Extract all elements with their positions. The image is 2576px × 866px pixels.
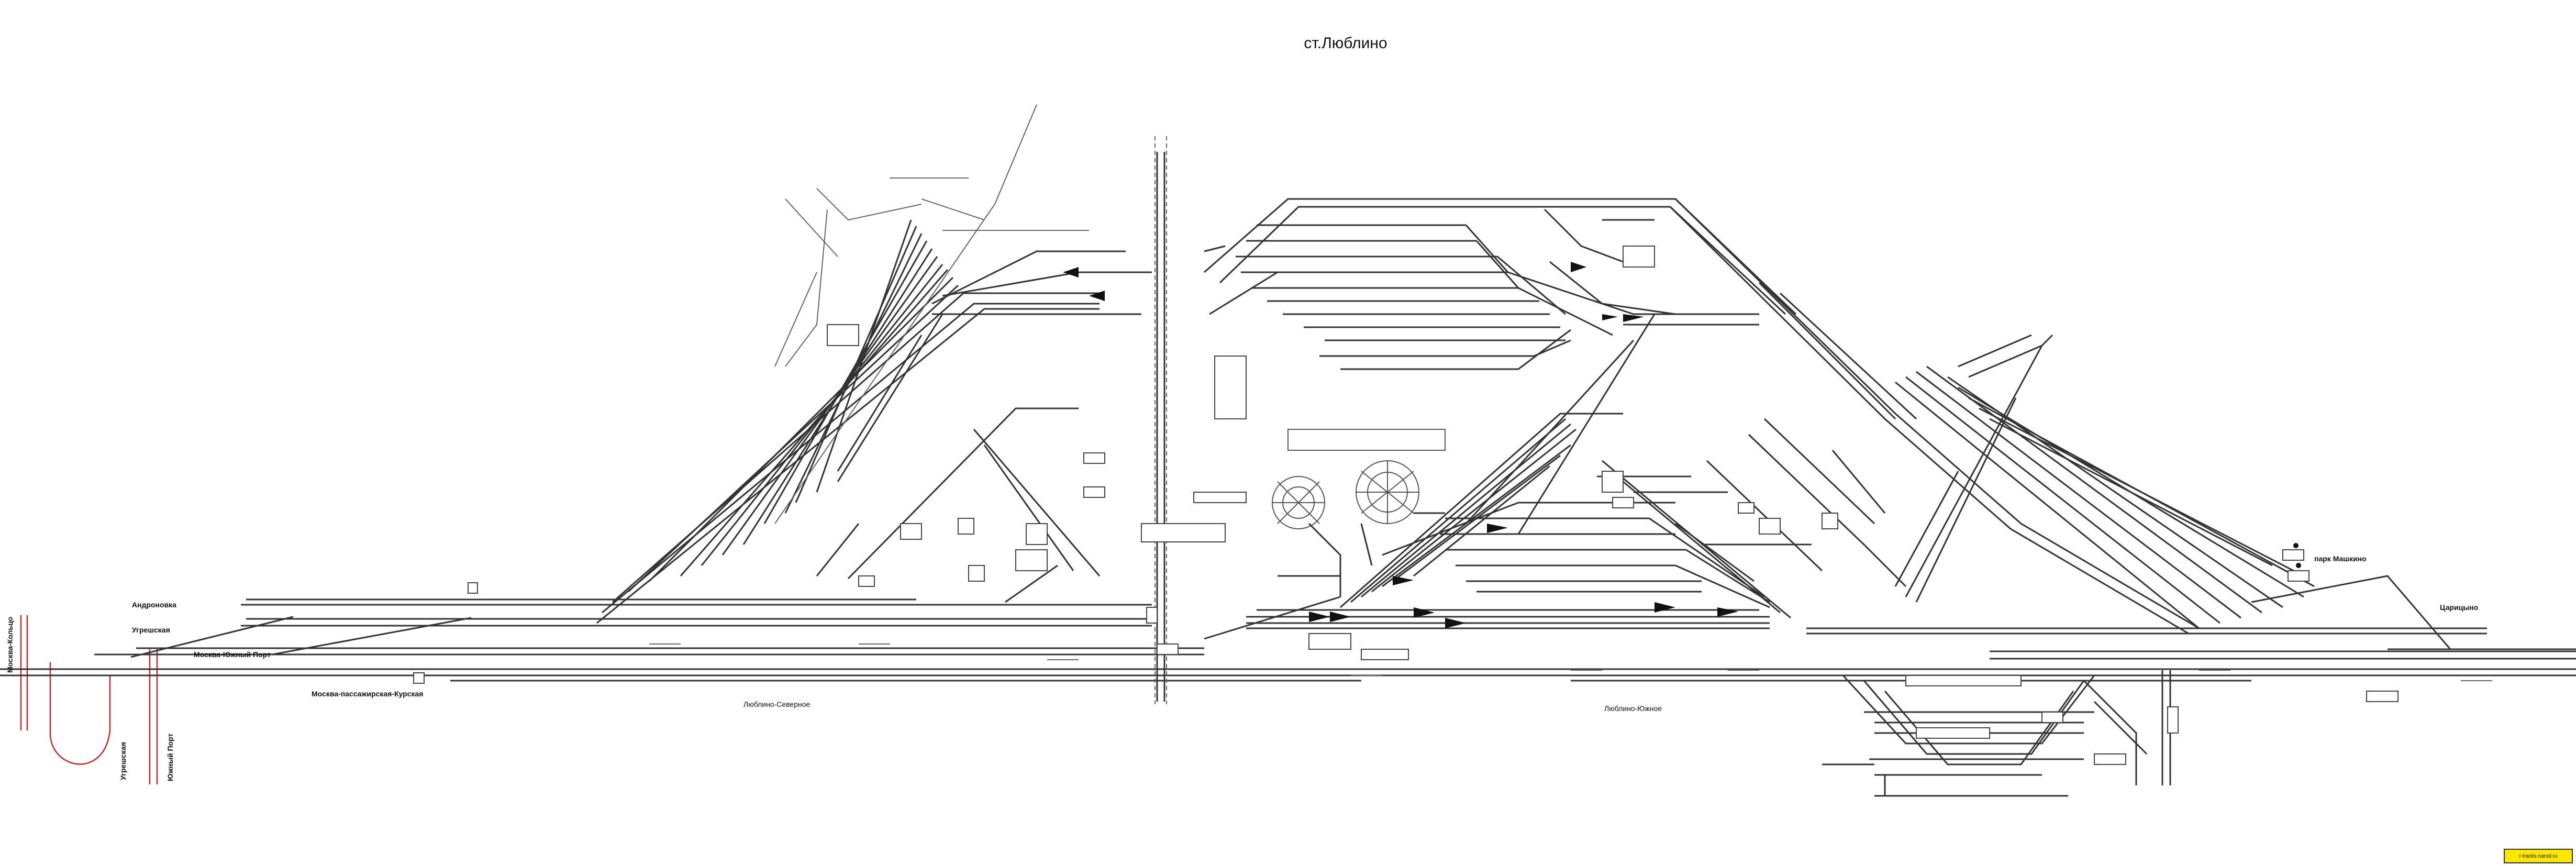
station-title: ст.Люблино bbox=[1304, 35, 1387, 52]
ring-line bbox=[20, 615, 158, 784]
top-center-yard bbox=[1204, 198, 1797, 370]
label-ugreshskaya-top: Угрешская bbox=[132, 626, 170, 634]
left-fan-tracks bbox=[596, 219, 1152, 624]
depot-area bbox=[1272, 429, 1446, 597]
bottom-right-yard bbox=[1822, 670, 2171, 797]
label-ugreshskaya-bottom: Угрешская bbox=[119, 742, 127, 780]
site-logo-text: r-tracks.narod.ru bbox=[2519, 853, 2558, 859]
buildings bbox=[413, 246, 2399, 765]
right-fan-tracks bbox=[1669, 198, 2576, 650]
signals bbox=[1063, 262, 2301, 628]
label-south-port-bottom: Южный Порт bbox=[166, 734, 174, 781]
building bbox=[827, 324, 859, 346]
track-annotations bbox=[649, 643, 2492, 681]
left-upper-spurs bbox=[774, 104, 1089, 524]
label-tsaritsyno: Царицыно bbox=[2440, 603, 2478, 612]
label-park-mashkino: парк Машкино bbox=[2314, 554, 2367, 563]
label-moscow-kursk-pass: Москва-пассажирская-Курская bbox=[312, 690, 423, 698]
label-moscow-ring: Москва-Кольцо bbox=[6, 617, 14, 673]
label-moscow-south-port: Москва-Южный Порт bbox=[194, 650, 271, 659]
label-andronovka: Андроновка bbox=[132, 601, 176, 609]
label-lyublino-north: Люблино-Северное bbox=[743, 700, 810, 708]
label-lyublino-south: Люблино-Южное bbox=[1604, 704, 1662, 713]
main-tracks bbox=[0, 598, 2576, 682]
site-logo[interactable]: r-tracks.narod.ru bbox=[2504, 849, 2573, 863]
center-right-diagonals bbox=[1204, 313, 1907, 640]
